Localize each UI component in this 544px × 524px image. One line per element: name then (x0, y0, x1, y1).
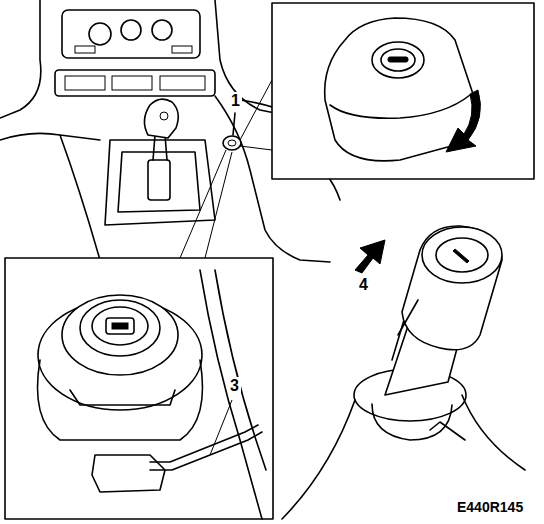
callout-number: 1 (229, 92, 242, 110)
figure-code: E440R145 (455, 500, 525, 515)
gear-selector (105, 99, 215, 225)
callout-number: 4 (357, 276, 370, 294)
lock-closeup-inset (5, 258, 273, 519)
ignition-lock (180, 80, 272, 258)
lock-cylinder-removal (282, 226, 525, 519)
cover-inset (272, 3, 534, 179)
callout-number: 3 (228, 377, 241, 395)
